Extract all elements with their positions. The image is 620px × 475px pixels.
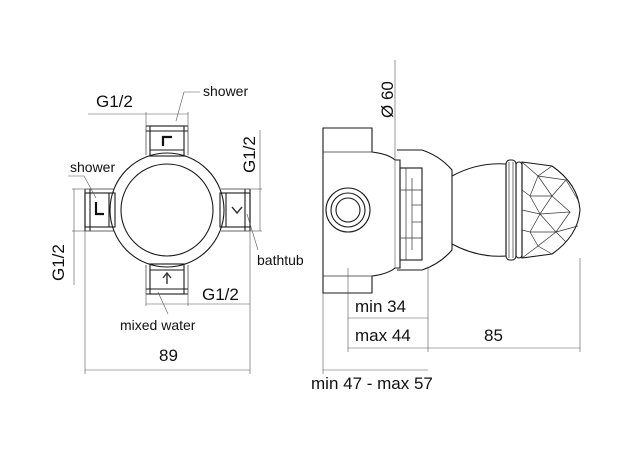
handle-neck (451, 163, 507, 257)
shower-symbol-icon (94, 202, 104, 216)
crystal-knob (521, 161, 581, 259)
body-inner-circle (120, 163, 214, 257)
leader-shower-top (175, 91, 200, 122)
valve-box (322, 127, 401, 294)
leader-mixed-water (157, 291, 169, 315)
shower-symbol-icon (161, 135, 172, 146)
port-right (219, 188, 251, 232)
chevron-down-icon (231, 206, 243, 215)
front-view: shower shower bathtub mixed water G1/2 G… (49, 83, 304, 374)
dim-range-47-57: min 47 - max 57 (311, 374, 433, 393)
dim-g12-top: G1/2 (96, 92, 133, 111)
inlet-inner-circle (335, 197, 361, 223)
inlet-mid-circle (330, 192, 366, 228)
side-view: Ø 60 min 34 max 44 85 min 47 - max 57 (311, 60, 581, 393)
label-mixed-water: mixed water (120, 317, 196, 333)
dim-g12-left: G1/2 (49, 244, 68, 281)
dim-g12-bottom: G1/2 (202, 285, 239, 304)
dim-diameter-60: Ø 60 (378, 81, 397, 118)
escutcheon (397, 149, 453, 271)
port-top (145, 125, 189, 157)
label-shower-top: shower (203, 83, 248, 99)
leader-bathtub (246, 213, 259, 251)
port-left (84, 188, 116, 232)
dim-min-34: min 34 (355, 297, 406, 316)
body-outer-circle (109, 152, 225, 268)
leader-shower-left (68, 175, 97, 199)
handle-ring (505, 159, 517, 261)
dim-85: 85 (484, 326, 503, 345)
port-bottom (145, 263, 189, 295)
dim-g12-right: G1/2 (240, 136, 259, 173)
inlet-outer-circle (325, 187, 371, 233)
arrow-up-icon (162, 271, 172, 284)
dim-max-44: max 44 (355, 326, 411, 345)
crystal-facets (521, 161, 579, 259)
dim-89: 89 (159, 346, 178, 365)
label-bathtub: bathtub (257, 252, 304, 268)
label-shower-left: shower (70, 159, 115, 175)
